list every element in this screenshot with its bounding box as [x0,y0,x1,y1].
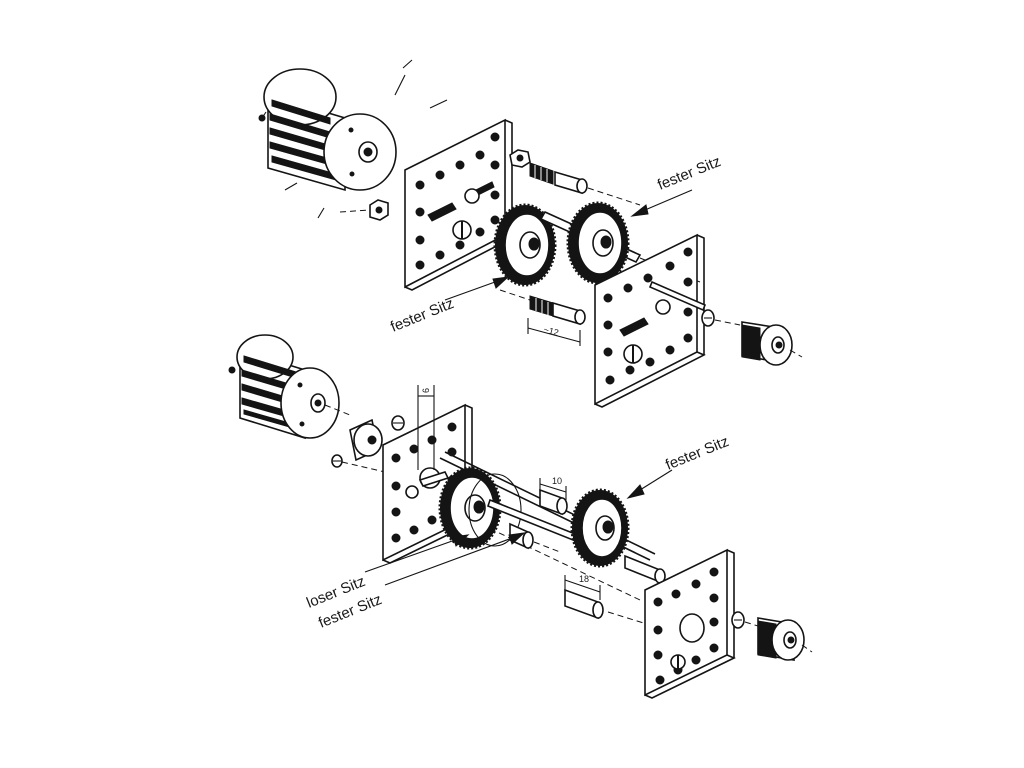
bottom-tube-standoff [624,554,666,584]
top-standoff-upper [529,162,588,195]
bottom-screw [731,611,745,629]
bottom-long-spacer: 18 [564,574,604,620]
top-label-fester-left: fester Sitz [388,295,456,336]
bottom-assembly: 6 10 [228,334,813,699]
bottom-back-plate [644,548,736,699]
top-motor [258,59,448,219]
bottom-screw-top [391,415,405,431]
top-hex-nut [509,149,531,168]
top-label-fester-right-group: fester Sitz [630,153,723,217]
top-gear-1 [493,203,557,287]
top-back-plate [594,233,707,408]
bottom-label-fester-right: fester Sitz [663,433,731,474]
bottom-small-dim-label: 6 [421,388,431,393]
bottom-label-fester-right-group: fester Sitz [626,433,731,499]
top-label-fester-right: fester Sitz [655,153,723,194]
top-assembly: ~12 [258,59,803,408]
top-standoff-lower [529,295,586,326]
bottom-gear-1 [438,466,522,550]
bottom-motor [228,334,340,440]
top-gear-2 [566,201,630,285]
top-spacer-dim-label: ~12 [542,324,559,338]
top-pulley [741,321,793,366]
bottom-screw-left [331,454,343,468]
top-spacer-dimension: ~12 [527,318,581,346]
bottom-coupling [349,418,383,462]
bottom-gear-2 [570,488,630,568]
top-front-plate [404,118,514,291]
bottom-small-dimension: 6 [417,385,435,470]
bottom-pulley [757,617,805,661]
bottom-mid-spacer: 10 [539,476,568,516]
top-nut-left [369,199,389,221]
bottom-mid-dim-label: 10 [552,476,562,486]
top-screw [701,309,715,327]
bottom-long-dim-label: 18 [579,574,589,584]
